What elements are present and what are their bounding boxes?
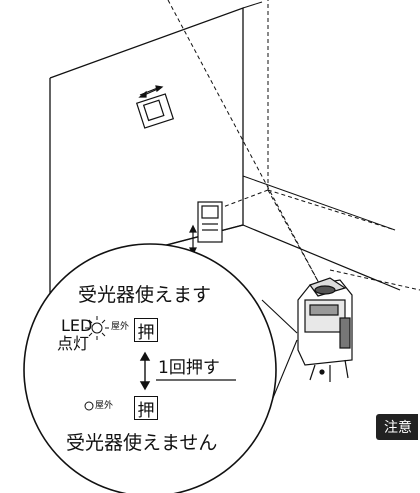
- led-label-line2: 点灯: [57, 334, 90, 353]
- toggle-arrow-icon: [139, 351, 151, 391]
- receiver-lower: [197, 201, 223, 243]
- outdoor-on-label: 屋外: [111, 322, 130, 332]
- press-key-bottom: 押: [134, 396, 158, 421]
- receiver-upper: [135, 86, 175, 129]
- callout-circle: [23, 243, 277, 493]
- caution-badge: 注意: [376, 414, 418, 440]
- led-off-icon: [84, 401, 94, 411]
- outdoor-off-label: 屋外: [95, 401, 114, 411]
- laser-lines: [167, 0, 420, 291]
- led-on-icon: [85, 316, 109, 340]
- laser-level-device: [297, 277, 353, 382]
- callout-title: 受光器使えます: [78, 284, 212, 306]
- ceiling-line: [242, 1, 263, 9]
- vertical-arrow-icon: [189, 224, 197, 256]
- led-label-line1: LED: [61, 316, 93, 335]
- floor-edge: [242, 175, 396, 231]
- press-key-top: 押: [134, 318, 158, 343]
- callout-footer: 受光器使えません: [66, 432, 218, 454]
- horizontal-arrow-icon: [138, 85, 164, 98]
- press-once-label: 1回押す: [158, 358, 220, 378]
